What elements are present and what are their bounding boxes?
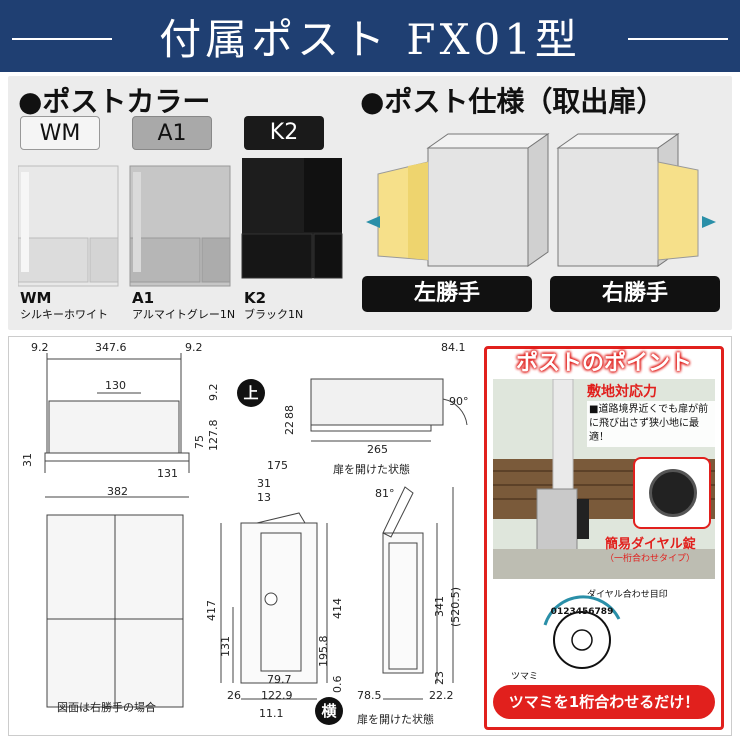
dim-9-2-left: 9.2 (31, 341, 49, 354)
dial-digit: 6 (588, 607, 595, 617)
dial-digit: 3 (569, 607, 576, 617)
point-banner: ツマミを1桁合わせるだけ！ (493, 685, 715, 719)
dim-195-8: 195.8 (317, 635, 330, 668)
dim-417: 417 (205, 600, 218, 621)
color-name-k2: K2 (244, 289, 267, 307)
technical-drawing (44, 353, 468, 708)
feature2-sub: （一桁合わせタイプ） (605, 554, 696, 564)
post-image-a1 (129, 165, 231, 287)
header-rule-right (628, 38, 728, 40)
feature1-text: ■道路境界近くでも扉が前に飛び出さず狭小地に最適！ (587, 401, 717, 447)
dim-81-degrees: 81° (375, 487, 395, 500)
dim-11-1: 11.1 (259, 707, 284, 720)
point-title: ポストのポイント (515, 351, 692, 376)
dim-341: 341 (433, 596, 446, 617)
rotation-arrow-icon (543, 595, 621, 626)
colors-section-title: ●ポストカラー (18, 85, 211, 118)
swatch-wm: WM (20, 116, 100, 150)
dim-265: 265 (367, 443, 388, 456)
dial-diagram (543, 595, 621, 669)
dim-31-side: 31 (257, 477, 271, 490)
side-view-badge: 横 (315, 697, 343, 725)
dim-9-2-vertical: 9.2 (207, 383, 220, 402)
dial-digit: 5 (582, 607, 589, 617)
color-name-a1: A1 (132, 289, 155, 307)
dial-digit: 2 (563, 607, 570, 617)
dim-26: 26 (227, 689, 241, 702)
left-hand-post-illustration (366, 133, 550, 267)
dial-knob-icon (649, 469, 697, 517)
dim-382: 382 (107, 485, 128, 498)
dial-digit: 1 (556, 607, 564, 617)
spec-section-title: ●ポスト仕様（取出扉） (360, 85, 665, 118)
feature2-title: 簡易ダイヤル錠 (605, 537, 696, 552)
dial-digit: 4 (575, 607, 582, 617)
dim-31: 31 (21, 453, 34, 467)
dial-digit: 9 (607, 607, 614, 617)
post-image-wm (18, 165, 119, 287)
dial-digits: 0123456789 (549, 607, 615, 617)
dim-23: 23 (433, 671, 446, 685)
dim-127-8: 127.8 (207, 419, 220, 452)
arrow-right-icon (702, 216, 716, 228)
caption-open-side: 扉を開けた状態 (357, 713, 434, 726)
caption-drawing-note: 図面は右勝手の場合 (57, 701, 156, 714)
dial-mark-label: ダイヤル合わせ目印 (587, 590, 668, 600)
dim-520-5: (520.5) (449, 586, 462, 627)
upper-panel: ●ポストカラー ●ポスト仕様（取出扉） WM A1 K2 WM シルキーホワイト… (8, 76, 732, 330)
post-image-k2 (241, 158, 343, 279)
dim-90-degrees: 90° (449, 395, 469, 408)
dial-digit: 7 (594, 607, 601, 617)
swatch-a1: A1 (132, 116, 212, 150)
post-color-images (18, 158, 343, 287)
dim-78-5: 78.5 (357, 689, 382, 702)
dim-347-6: 347.6 (95, 341, 127, 354)
dial-lock-photo (633, 457, 711, 529)
dim-75: 75 (193, 435, 206, 449)
dim-130: 130 (105, 379, 126, 392)
dim-13: 13 (257, 491, 271, 504)
header-banner: 付属ポスト FX01型 (0, 0, 740, 72)
left-hand-label: 左勝手 (362, 276, 532, 312)
knob-label: ツマミ (511, 672, 539, 682)
header-rule-left (12, 38, 112, 40)
right-hand-label: 右勝手 (550, 276, 720, 312)
arrow-left-icon (366, 216, 380, 228)
caption-open-top: 扉を開けた状態 (333, 463, 410, 476)
door-spec-illustrations (366, 133, 716, 267)
dim-131-side: 131 (219, 636, 232, 657)
swatch-k2: K2 (244, 116, 324, 150)
page-title: 付属ポスト FX01型 (159, 15, 581, 64)
dim-0-6: 0.6 (331, 675, 344, 694)
dim-22-2: 22.2 (429, 689, 454, 702)
dim-122-9: 122.9 (261, 689, 293, 702)
color-sub-wm: シルキーホワイト (20, 308, 108, 321)
dial-digit: 0 (550, 607, 557, 617)
dim-84-1: 84.1 (441, 341, 466, 354)
dim-175: 175 (267, 459, 288, 472)
color-sub-a1: アルマイトグレー1N (132, 308, 236, 321)
right-hand-post-illustration (556, 133, 716, 267)
dim-9-2-right: 9.2 (185, 341, 203, 354)
dial-digit: 8 (600, 607, 608, 617)
dim-88: 88 (283, 405, 296, 419)
feature1-title: 敷地対応力 (587, 384, 657, 400)
top-view-badge: 上 (237, 379, 265, 407)
dim-79-7: 79.7 (267, 673, 292, 686)
color-name-wm: WM (20, 289, 52, 307)
dim-22: 22 (283, 421, 296, 435)
point-panel: ポストのポイント 敷地対応力 ■道路境界近くでも扉が前に飛び出さず狭小地に最適！… (484, 346, 724, 730)
dim-131: 131 (157, 467, 178, 480)
color-sub-k2: ブラック1N (244, 308, 304, 321)
dim-414: 414 (331, 598, 344, 619)
